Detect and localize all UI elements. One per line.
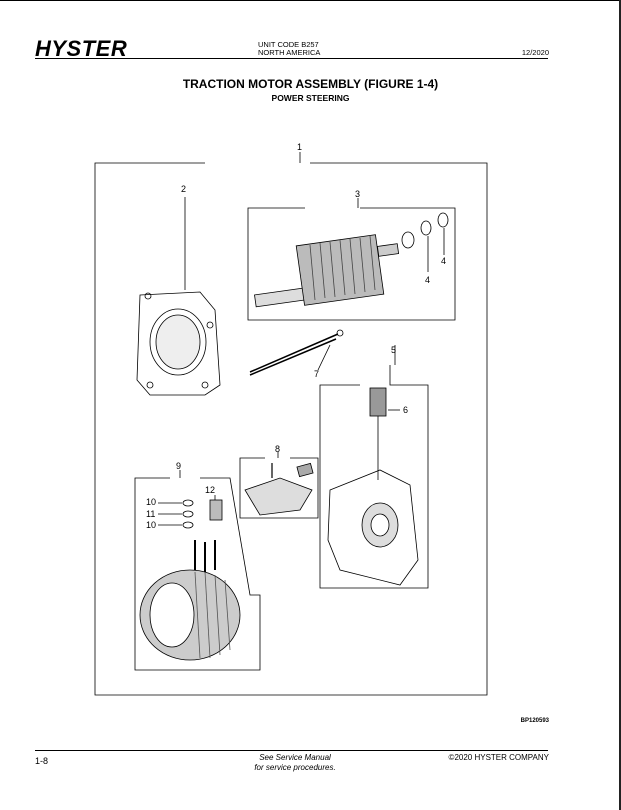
revision-date: 12/2020 — [521, 48, 549, 57]
service-note-line2: for service procedures. — [254, 763, 336, 772]
thermal-connector — [209, 499, 223, 521]
hyster-logo: HYSTER — [35, 36, 128, 61]
rotor-shaft — [254, 234, 400, 308]
callout-6: 6 — [403, 405, 409, 415]
washer-a — [420, 220, 432, 236]
unit-info: UNIT CODE B257 NORTH AMERICA — [258, 41, 320, 57]
retaining-ring — [401, 231, 415, 249]
service-note-line1: See Service Manual — [259, 753, 331, 762]
page-title: TRACTION MOTOR ASSEMBLY (FIGURE 1-4) — [182, 77, 439, 91]
footer-rule — [35, 750, 548, 751]
sensor-connector — [369, 387, 387, 417]
callout-12: 12 — [205, 485, 216, 495]
washer-b — [437, 212, 449, 228]
figure-reference: BP120593 — [520, 718, 549, 724]
copyright: ©2020 HYSTER COMPANY — [448, 753, 549, 762]
region: NORTH AMERICA — [258, 48, 321, 57]
top-border — [0, 0, 621, 1]
callout-10-lower: 10 — [146, 520, 157, 530]
page-number: 1-8 — [35, 756, 49, 766]
callout-3: 3 — [355, 189, 361, 199]
bracket-plate — [244, 477, 313, 516]
header-rule — [35, 58, 548, 59]
callout-8: 8 — [275, 444, 281, 454]
callout-7: 7 — [314, 369, 320, 379]
callout-1: 1 — [297, 142, 303, 152]
callout-11: 11 — [146, 509, 156, 519]
page-subtitle: POWER STEERING — [271, 93, 350, 103]
assembly-frame — [94, 162, 488, 696]
callout-10-upper: 10 — [146, 497, 157, 507]
callout-9: 9 — [176, 461, 182, 471]
service-note: See Service Manual for service procedure… — [220, 753, 370, 773]
right-border — [619, 0, 621, 810]
callout-2: 2 — [181, 184, 187, 194]
unit-code: UNIT CODE B257 — [258, 40, 319, 49]
callout-4-upper: 4 — [441, 256, 447, 266]
callout-5: 5 — [391, 345, 397, 355]
callout-4-lower: 4 — [425, 275, 431, 285]
